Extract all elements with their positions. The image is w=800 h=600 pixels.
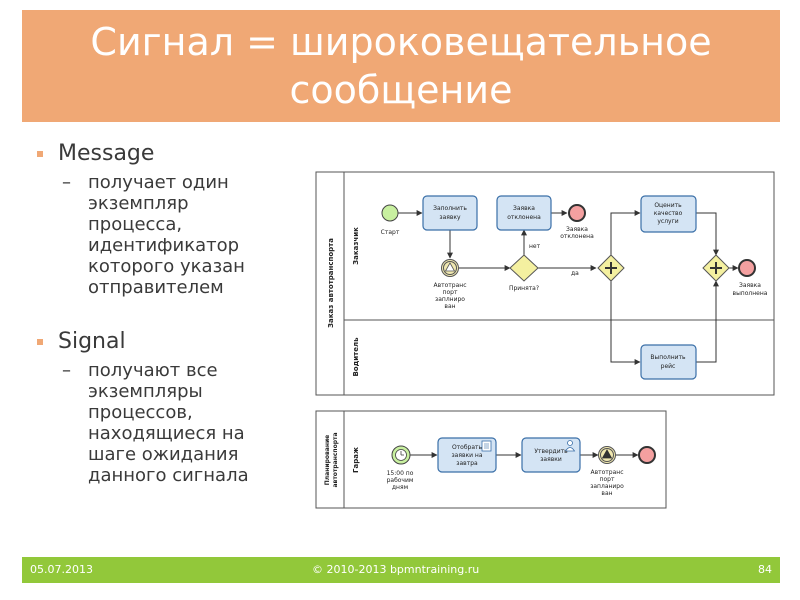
signal-label-4: ван [444,303,455,310]
flow-no-label: нет [529,243,541,250]
bullet-list: Message – получает один экземпляр процес… [36,140,306,486]
text-line: экземпляр [88,193,189,214]
task-approve-line2: заявки [540,456,562,463]
task-select-line1: Отобрать [452,444,483,451]
text-line: которого указан [88,256,245,277]
task-rejected-line2: отклонена [507,214,541,221]
task-select-requests [437,437,497,473]
text-line: процесса, [88,214,183,235]
lane-driver-label: Водитель [352,337,360,377]
signal2-label-3: запланиро [590,483,624,490]
text-line: процессов, [88,402,193,423]
flow-yes-label: да [571,270,579,277]
text-line: идентификатор [88,235,240,256]
text-line: получают все [88,360,218,381]
text-line: экземпляры [88,381,203,402]
timer-start-event [391,445,411,465]
task-evaluate-line3: услуги [657,218,678,225]
slide-title: Сигнал = широковещательное сообщение [22,18,780,114]
start-event [381,204,399,222]
task-perform-trip [640,344,697,380]
task-fill-line2: заявку [439,214,461,221]
task-approve-requests [521,437,581,473]
lane-customer-label: Заказчик [352,227,360,265]
end-rejected-line1: Заявка [566,226,588,233]
signal-throw-event [598,446,616,464]
parallel-gateway-split [597,254,625,282]
signal-label-1: Автотранс [433,282,466,289]
signal2-label-4: ван [601,490,612,497]
task-trip-line1: Выполнить [650,354,686,361]
title-line-2: сообщение [289,68,513,112]
end-event-done [738,259,756,277]
text-line: отправителем [88,277,224,298]
timer-label-1: 15:00 по [387,470,414,477]
task-evaluate-line1: Оценить [654,202,682,209]
signal-label-2: порт [443,289,458,296]
bullet-message: Message [36,140,306,168]
text-line: данного сигнала [88,465,249,486]
footer-bar: 05.07.2013 © 2010-2013 bpmntraining.ru 8… [22,557,780,583]
pool2-label-line2: автотранспорта [332,432,339,487]
script-task-icon [481,440,492,452]
task-request-rejected [496,195,552,231]
task-fill-line1: Заполнить [433,205,467,212]
sequence-flows-1 [398,210,739,365]
text-line: шаге ожидания [88,444,239,465]
task-evaluate-quality [640,195,697,233]
timer-label-3: дням [392,484,408,491]
gateway-accepted [509,254,539,282]
task-rejected-line1: Заявка [513,205,535,212]
end-rejected-line2: отклонена [560,233,594,240]
bullet-signal-detail: – получают все экземпляры процессов, нах… [36,360,306,486]
pool-label: Заказ автотранспорта [327,238,335,328]
task-fill-request [422,195,478,231]
task-evaluate-line2: качество [654,210,683,217]
pool2-label-line1: Планирование [324,435,331,486]
footer-date: 05.07.2013 [30,563,93,576]
signal2-label-2: порт [600,476,615,483]
title-bar [22,10,780,122]
timer-label-2: рабочим [387,477,414,484]
end-event-rejected [568,204,586,222]
end-done-line1: Заявка [739,282,761,289]
task-select-line2: заявки на [451,452,482,459]
text-line: находящиеся на [88,423,245,444]
start-label: Старт [381,229,400,236]
bullet-message-detail: – получает один экземпляр процесса, иден… [36,172,306,298]
footer-copyright: © 2010-2013 bpmntraining.ru [312,563,480,576]
user-task-icon [564,440,576,452]
task-trip-line2: рейс [661,363,676,370]
lane-garage-label: Гараж [352,447,360,473]
footer-page-number: 84 [758,563,772,576]
task-select-line3: завтра [456,460,478,467]
text-line: получает один [88,172,229,193]
signal-label-3: заплниро [435,296,465,303]
gateway-label: Принята? [509,285,539,292]
end-done-line2: выполнена [733,290,768,297]
signal2-label-1: Автотранс [590,469,623,476]
signal-catch-event [441,259,459,277]
title-line-1: Сигнал = широковещательное [90,20,712,64]
end-event-2 [638,446,656,464]
parallel-gateway-join [702,254,730,282]
bullet-signal: Signal [36,328,306,356]
bpmn-diagrams: Заказ автотранспорта Заказчик Водитель С… [315,171,775,509]
task-approve-line1: Утвердить [534,448,568,455]
